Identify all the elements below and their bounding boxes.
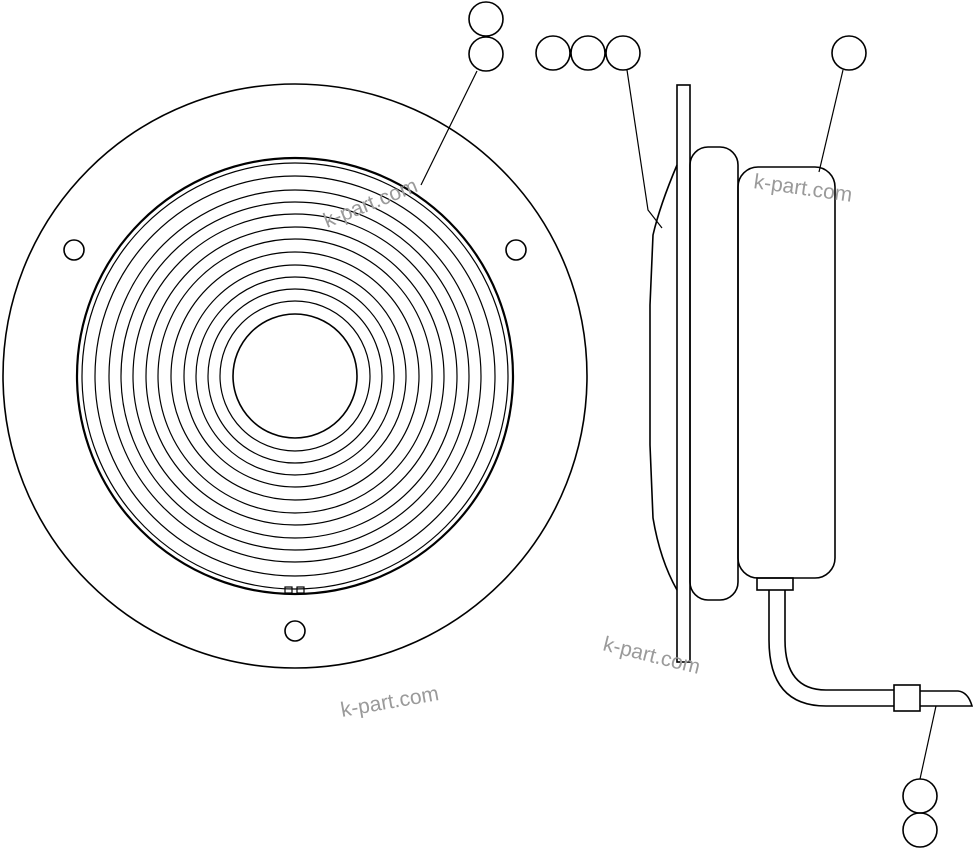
front-view: [2, 83, 588, 669]
mounting-hole-bottom: [284, 620, 306, 642]
callout-front-top: [420, 1, 504, 186]
lens-tab-mark: [284, 586, 305, 594]
side-view: [649, 84, 973, 712]
callout-balloon: [831, 35, 867, 71]
callout-side-right: [818, 35, 867, 173]
callout-balloon: [902, 778, 938, 814]
leader-line: [626, 69, 663, 229]
watermark: k-part.com: [339, 682, 441, 722]
lens-rim-inner: [81, 162, 509, 590]
callout-balloon: [468, 36, 504, 72]
cable-grommet: [756, 577, 794, 591]
callout-balloon: [570, 35, 606, 71]
callout-balloon: [468, 1, 504, 37]
callout-balloon: [902, 812, 938, 848]
flange-plate: [676, 84, 691, 663]
lens-rings: [94, 175, 496, 577]
cable: [768, 590, 894, 707]
watermark: k-part.com: [320, 174, 421, 232]
mounting-hole-right: [505, 239, 527, 261]
callout-balloon: [605, 35, 641, 71]
callout-side-left: [535, 35, 663, 229]
lens-center: [232, 313, 358, 439]
connector-sleeve: [893, 684, 921, 712]
mounting-flange: [2, 83, 588, 669]
watermark: k-part.com: [752, 170, 853, 207]
bezel-housing: [689, 146, 739, 601]
watermark: k-part.com: [601, 633, 703, 679]
leader-line: [818, 69, 844, 173]
rear-housing: [737, 166, 836, 579]
leader-line: [919, 705, 937, 780]
mounting-hole-left: [63, 239, 85, 261]
leader-line: [420, 70, 478, 186]
callout-cable-bottom: [902, 705, 938, 848]
connector-tip: [920, 690, 973, 707]
lens-rim-outer: [75, 156, 515, 596]
callout-balloon: [535, 35, 571, 71]
lens-dome: [649, 164, 678, 591]
